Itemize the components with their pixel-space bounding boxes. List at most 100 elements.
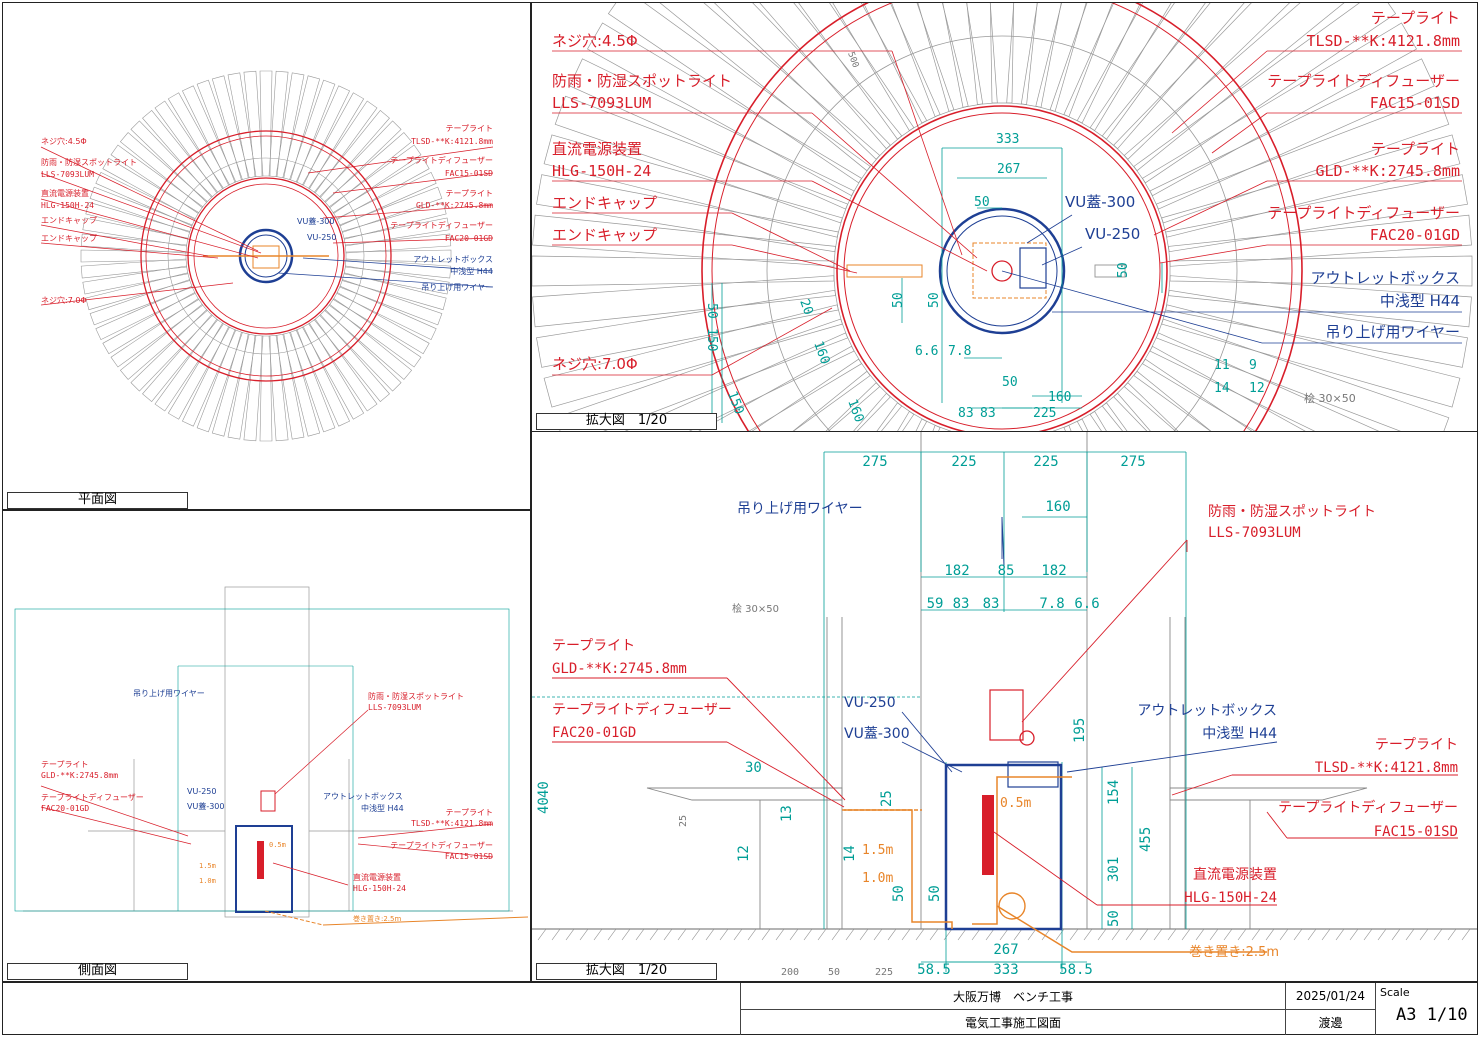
ground-hatch-line <box>1405 928 1415 941</box>
plan-label-wire: 吊り上げ用ワイヤー <box>421 283 493 292</box>
side-label-coil: 巻き置き:2.5m <box>353 914 401 923</box>
bench-slat <box>268 70 289 178</box>
zside-dim-267: 267 <box>993 942 1018 958</box>
bench-slat <box>1113 3 1290 160</box>
bench-slat <box>167 322 230 420</box>
bench-slat <box>308 100 378 194</box>
bench-slat <box>569 58 855 210</box>
bench-slat <box>1123 370 1213 432</box>
bench-slat <box>1076 411 1108 432</box>
side-label-diff1-model: FAC15-01SD <box>445 852 493 861</box>
zside-label-diff1: テープライトディフューザー <box>1278 799 1458 816</box>
zside-label-spot-model: LLS-7093LUM <box>1208 525 1301 541</box>
bench-slat <box>295 85 351 186</box>
bench-slat <box>932 424 955 432</box>
bench-slat <box>832 3 928 131</box>
zside-label-15m: 1.5m <box>862 843 893 858</box>
bench-slat <box>275 72 305 179</box>
bench-slat <box>119 303 208 380</box>
bench-slat <box>289 329 336 433</box>
plan-label-tape1: テープライト <box>445 124 493 133</box>
bench-slat <box>181 85 237 186</box>
bench-slat <box>1142 345 1308 432</box>
bench-slat <box>328 298 422 368</box>
zside-label-spot: 防雨・防湿スポットライト <box>1208 504 1376 520</box>
zplan-label-diff2: テープライトディフューザー <box>1267 204 1460 222</box>
zoom-plan-title: 拡大図 1/20 <box>536 413 717 430</box>
bench-slat <box>1165 289 1468 368</box>
plan-label-screw45: ネジ穴:4.5Φ <box>41 136 87 146</box>
ground-hatch-line <box>1447 928 1457 941</box>
bench-slat <box>791 370 881 432</box>
zside-dim-275b: 275 <box>1120 454 1145 470</box>
bench-slat <box>196 79 243 183</box>
ground-hatch-line <box>1237 928 1247 941</box>
bench-slat <box>110 298 204 368</box>
side-label-psu: 直流電源装置 <box>353 872 401 882</box>
zplan-label-tape2: テープライト <box>1371 140 1460 158</box>
plan-label-outlet-type: 中浅型 H44 <box>450 266 493 276</box>
zside-dim-50a: 50 <box>891 885 907 902</box>
ground-hatch-line <box>1195 928 1205 941</box>
bench-slat <box>343 265 450 295</box>
bench-slat <box>1168 214 1472 267</box>
bench-slat <box>714 3 891 160</box>
bench-slat <box>1149 58 1435 210</box>
zplan-label-tape1: テープライト <box>1371 9 1460 27</box>
zside-label-psu: 直流電源装置 <box>1193 866 1277 883</box>
ground-hatch-line <box>1279 928 1289 941</box>
bench-slat <box>345 249 452 263</box>
ground-hatch-line <box>1363 928 1373 941</box>
side-label-tape1-model: TLSD-**K:4121.8mm <box>411 819 493 828</box>
ground-hatch-line <box>663 928 673 941</box>
ground-hatch-line <box>579 928 589 941</box>
bench-slat <box>942 3 984 108</box>
zplan-label-psu-model: HLG-150H-24 <box>552 162 651 180</box>
ground-hatch-line <box>1167 928 1177 941</box>
ground-hatch-line <box>887 928 897 941</box>
plan-label-spot: 防雨・防湿スポットライト <box>41 157 137 167</box>
zside-label-diff1-model: FAC15-01SD <box>1374 824 1458 840</box>
bench-slat <box>130 309 213 392</box>
bench-slat <box>989 3 1015 104</box>
zplan-dim-225: 225 <box>1033 406 1056 421</box>
zside-dim-13: 13 <box>779 805 795 822</box>
plan-label-tape2: テープライト <box>445 189 493 198</box>
bench-slat <box>95 171 196 227</box>
ground-hatch-line <box>1027 928 1037 941</box>
bench-slat <box>341 201 447 240</box>
zoom-plan-panel: ネジ穴:4.5Φ 防雨・防湿スポットライト LLS-7093LUM 直流電源装置… <box>531 2 1478 433</box>
bench-slat <box>82 217 189 247</box>
bench-slat <box>302 92 365 190</box>
zplan-lumber-label: 桧 30×50 <box>1304 391 1356 405</box>
zside-dim-585a: 58.5 <box>917 962 951 978</box>
drawing-author: 渡邊 <box>1285 1009 1375 1035</box>
bench-slat <box>1035 3 1087 112</box>
zside-dim-50c: 50 <box>1106 910 1122 927</box>
bench-slat <box>80 249 187 263</box>
bench-slat <box>1063 418 1089 432</box>
zplan-dim-11: 11 <box>1214 358 1230 373</box>
zside-dim-85: 85 <box>998 563 1015 579</box>
zplan-dim-50-edge: 50 <box>704 303 719 319</box>
zside-dim-301: 301 <box>1106 857 1122 882</box>
ground-hatch-line <box>649 928 659 941</box>
zside-label-10m: 1.0m <box>862 871 893 886</box>
bench-slat <box>82 265 189 295</box>
zplan-label-endcap1: エンドキャップ <box>552 194 657 212</box>
bench-slat <box>343 217 450 247</box>
zside-label-tape1-model: TLSD-**K:4121.8mm <box>1315 760 1458 776</box>
side-drawing: テープライト GLD-**K:2745.8mm テープライトディフューザー FA… <box>14 586 529 926</box>
ground-hatch-line <box>1083 928 1093 941</box>
ground-hatch-line <box>1377 928 1387 941</box>
zside-label-diff2: テープライトディフューザー <box>552 701 732 718</box>
ground-hatch-line <box>817 928 827 941</box>
bench-slat <box>607 3 871 184</box>
bench-slat <box>196 329 243 433</box>
ground-hatch-line <box>705 928 715 941</box>
zside-dim-83b: 83 <box>983 596 1000 612</box>
plan-label-vu-lid: VU蓋-300 <box>297 216 334 226</box>
bench-slat <box>211 331 250 437</box>
bench-slat <box>863 3 941 124</box>
plan-label-psu-model: HLG-150H-24 <box>41 201 94 210</box>
